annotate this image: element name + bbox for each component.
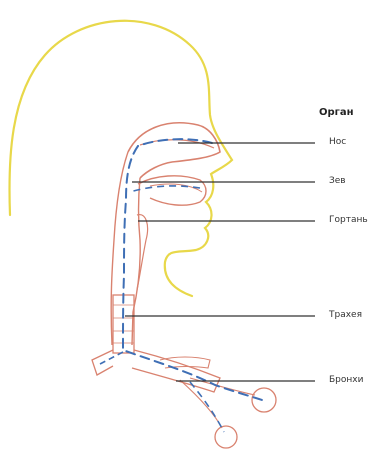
column-heading: Орган (319, 108, 354, 118)
oral-cavity-outline (138, 176, 206, 205)
label-pharynx: Зев (329, 177, 346, 186)
label-trachea: Трахея (329, 311, 362, 320)
pharynx-wall-front (132, 178, 140, 345)
airflow-left-branch (100, 352, 123, 364)
alveolus-sac (215, 426, 237, 448)
nasal-cavity-outline (128, 123, 220, 178)
upper-bronchus-branch (160, 357, 210, 368)
alveolus-sac (252, 388, 276, 412)
label-bronchi: Бронхи (329, 376, 363, 385)
label-nose: Нос (329, 138, 346, 147)
label-larynx: Гортань (329, 216, 368, 225)
right-bronchus-outline (132, 350, 220, 392)
